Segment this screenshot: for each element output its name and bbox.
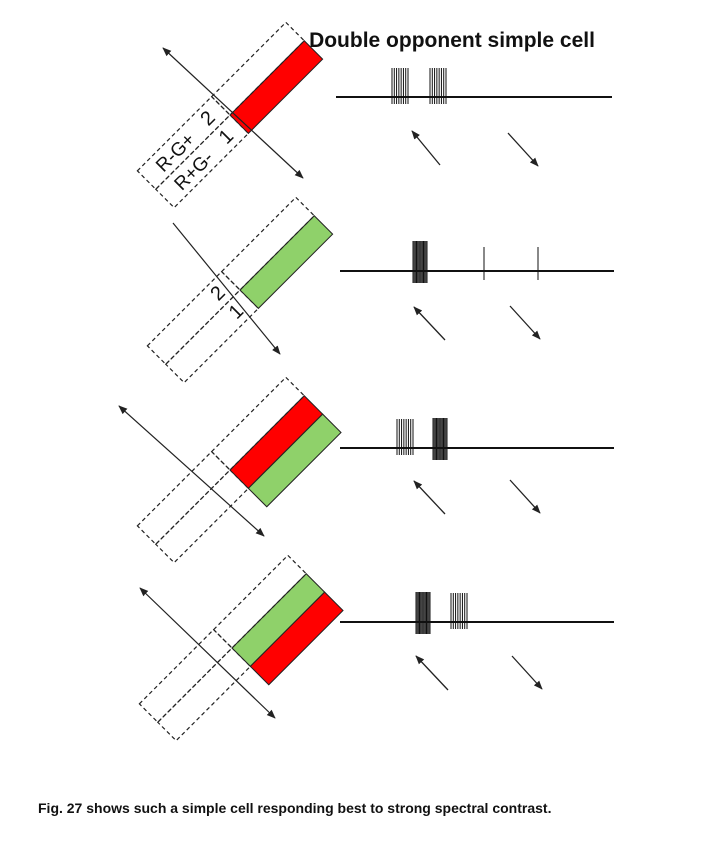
spike-train bbox=[336, 68, 612, 104]
panel-3 bbox=[118, 376, 614, 564]
direction-arrow-down-right-icon bbox=[511, 655, 543, 690]
direction-arrow-up-left-icon bbox=[413, 480, 446, 515]
zone1-outline bbox=[156, 647, 252, 742]
panel-2: 2 1 bbox=[146, 196, 614, 384]
spike-burst bbox=[450, 593, 468, 629]
direction-arrow-up-left-icon bbox=[415, 655, 449, 691]
spike-burst bbox=[412, 241, 428, 283]
zone2-number: 2 bbox=[206, 282, 229, 305]
zone-outline-right bbox=[220, 196, 316, 291]
figure-title: Double opponent simple cell bbox=[309, 29, 595, 52]
spike-burst bbox=[432, 418, 448, 460]
stimulus-diagram bbox=[136, 376, 342, 564]
direction-arrow-down-right-icon bbox=[507, 132, 539, 167]
panel-4 bbox=[138, 554, 614, 742]
direction-arrow-up-left-icon bbox=[411, 130, 441, 166]
stimulus-bar-green bbox=[239, 215, 334, 310]
stimulus-diagram bbox=[138, 554, 344, 742]
motion-axis-arrow bbox=[162, 47, 304, 179]
spike-train bbox=[340, 241, 614, 283]
motion-axis-arrow bbox=[172, 222, 281, 355]
spike-burst bbox=[415, 592, 431, 634]
spike-train bbox=[340, 592, 614, 634]
spike-burst bbox=[391, 68, 409, 104]
spike-burst bbox=[396, 419, 414, 455]
motion-axis-arrow bbox=[139, 587, 276, 719]
zone2-outline bbox=[136, 450, 231, 546]
zone1-outline bbox=[154, 469, 250, 564]
stimulus-bar-red bbox=[229, 40, 324, 135]
spike-burst bbox=[429, 68, 447, 104]
zone2-outline bbox=[146, 270, 241, 366]
figure-caption: Fig. 27 shows such a simple cell respond… bbox=[38, 800, 552, 816]
direction-arrow-down-right-icon bbox=[509, 479, 541, 514]
zone2-number: 2 bbox=[196, 107, 219, 130]
zone1-number: 1 bbox=[215, 125, 238, 148]
zone1-number: 1 bbox=[225, 300, 248, 323]
motion-axis-arrow bbox=[118, 405, 265, 537]
direction-arrow-up-left-icon bbox=[413, 306, 446, 341]
direction-arrow-down-right-icon bbox=[509, 305, 541, 340]
zone2-outline bbox=[138, 628, 233, 724]
zone1-outline bbox=[164, 289, 260, 384]
spike-train bbox=[340, 418, 614, 460]
